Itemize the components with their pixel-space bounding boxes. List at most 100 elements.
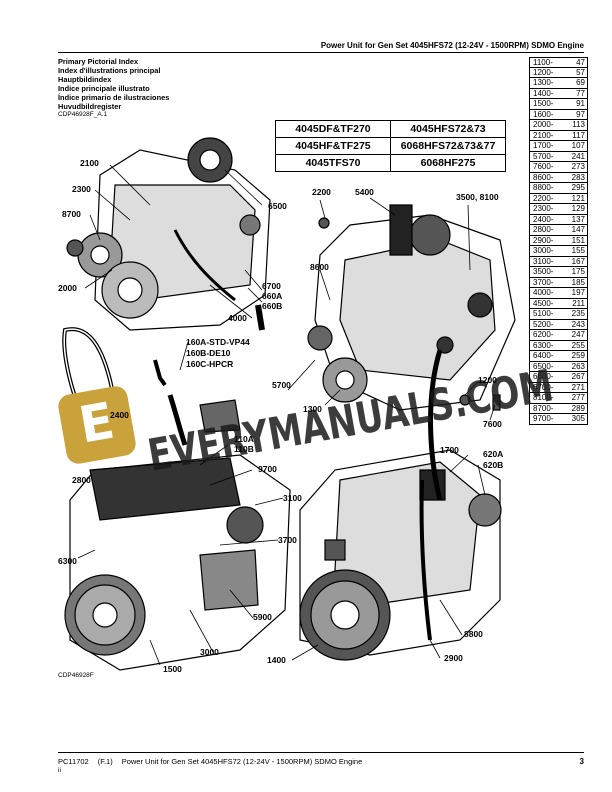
- page-table-code: 6600-: [533, 372, 554, 381]
- page-table-code: 5200-: [533, 319, 554, 329]
- index-line: Hauptbildindex: [58, 75, 112, 84]
- footer-rule: [58, 752, 584, 753]
- page-table-page: 117: [572, 130, 585, 140]
- model-cell: 4045DF&TF270: [275, 120, 391, 138]
- page-table-row: 6400-259: [530, 351, 587, 362]
- footer-sub: ii: [58, 767, 61, 774]
- page-table-code: 3000-: [533, 246, 554, 255]
- page-table-page: 197: [571, 288, 585, 297]
- page-table-row: 1700-107: [530, 141, 587, 152]
- callout-2200: 2200: [312, 187, 331, 197]
- model-cell: 6068HF275: [390, 154, 506, 172]
- footer-title: Power Unit for Gen Set 4045HFS72 (12-24V…: [121, 757, 363, 766]
- page-table-page: 259: [571, 351, 585, 360]
- page-table-page: 243: [571, 319, 585, 329]
- page-table-code: 1400-: [533, 88, 554, 98]
- page-table-row: 2400- 137: [530, 214, 587, 225]
- callout-6700: 6700: [262, 281, 281, 291]
- page-table-row: 2900- 151: [530, 235, 587, 246]
- page-footer: PC11702(F.1)Power Unit for Gen Set 4045H…: [58, 757, 371, 766]
- page-table-page: 211: [572, 298, 585, 308]
- page-table-page: 77: [576, 88, 585, 98]
- page-table-page: 137: [571, 214, 585, 224]
- callout-3500-8100: 3500, 8100: [456, 192, 499, 202]
- callout-3700: 3700: [278, 535, 297, 545]
- page-table-page: 91: [576, 99, 585, 108]
- page-table-row: 4500- 211: [530, 298, 587, 309]
- page-table-code: 6300-: [533, 340, 554, 350]
- page-table-code: 5100-: [533, 309, 554, 318]
- page-table-code: 4500-: [533, 298, 554, 308]
- callout-1700: 1700: [440, 445, 459, 455]
- page-table-row: 2200-121: [530, 194, 587, 204]
- page-table-code: 2000-: [533, 120, 554, 129]
- page-table-row: 6500- 263: [530, 361, 587, 372]
- page-table-code: 1500-: [533, 99, 554, 108]
- page-table-code: 3700-: [533, 277, 554, 287]
- page-table-row: 3000-155: [530, 246, 587, 257]
- index-line: Primary Pictorial Index: [58, 57, 139, 66]
- page-table-page: 295: [571, 183, 585, 192]
- index-line: Huvudbildregister: [58, 102, 122, 111]
- figure-label: CDP46928F: [58, 672, 94, 679]
- page-table-page: 185: [571, 277, 585, 287]
- page-table-page: 151: [571, 235, 585, 245]
- page-table-page: 129: [571, 204, 585, 213]
- page-header-title: Power Unit for Gen Set 4045HFS72 (12-24V…: [320, 41, 584, 50]
- page-table-page: 167: [571, 256, 585, 266]
- index-title-block: Primary Pictorial Index Index d'illustra…: [58, 57, 169, 111]
- page-table-code: 2400-: [533, 214, 554, 224]
- callout-2900: 2900: [444, 653, 463, 663]
- page-table-code: 1100-: [533, 58, 553, 67]
- callout-110a: 110A: [234, 434, 254, 444]
- callout-8700: 8700: [62, 209, 81, 219]
- page-table-code: 6500-: [533, 361, 554, 371]
- page-table-row: 8800-295: [530, 183, 587, 194]
- page-table-code: 1300-: [533, 78, 554, 87]
- callout-660a: 660A: [262, 291, 283, 301]
- page-table-row: 6600-267: [530, 372, 587, 383]
- callout-620a: 620A: [483, 449, 504, 459]
- page-table-page: 273: [571, 162, 585, 171]
- page-table-code: 6200-: [533, 330, 554, 339]
- page-table-row: 8700-289: [530, 404, 587, 414]
- page-table-page: 113: [572, 120, 585, 129]
- callout-3000: 3000: [200, 647, 219, 657]
- page-table-row: 1200-57: [530, 68, 587, 78]
- page-table-code: 2800-: [533, 225, 554, 234]
- page-table-code: 2900-: [533, 235, 554, 245]
- footer-code: PC11702: [58, 757, 89, 766]
- page-table-code: 6700-: [533, 382, 554, 392]
- page-table-page: 97: [576, 109, 585, 119]
- callout-2800: 2800: [72, 475, 91, 485]
- page-table-page: 107: [571, 141, 585, 150]
- callout-1200: 1200: [478, 375, 497, 385]
- callout-620b: 620B: [483, 460, 504, 470]
- callout-2100: 2100: [80, 158, 99, 168]
- page-table-row: 8600- 283: [530, 172, 587, 183]
- page-table-code: 8600-: [533, 172, 554, 182]
- index-line: Index d'illustrations principal: [58, 66, 161, 75]
- page-table-row: 2800-147: [530, 225, 587, 236]
- page-table-row: 6700-271: [530, 382, 587, 393]
- callout-160c: 160C-HPCR: [186, 359, 234, 369]
- figure-reference: CDP46928F_A.1: [58, 111, 108, 118]
- callout-6300: 6300: [58, 556, 77, 566]
- page-table-page: 247: [571, 330, 585, 339]
- page-table-row: 9700-305: [530, 414, 587, 425]
- page-table-row: 4000- 197: [530, 288, 587, 299]
- callout-1300: 1300: [303, 404, 322, 414]
- page-table-code: 4000-: [533, 288, 554, 297]
- page-table-page: 283: [571, 172, 585, 182]
- callout-1400: 1400: [267, 655, 286, 665]
- page-table-page: 277: [571, 393, 585, 402]
- page-table-page: 255: [571, 340, 585, 350]
- page-table-page: 263: [571, 361, 585, 371]
- callout-2000: 2000: [58, 283, 77, 293]
- page-table-code: 2100-: [533, 130, 554, 140]
- page-table-row: 2000- 113: [530, 120, 587, 131]
- page-table-row: 1100-47: [530, 57, 587, 68]
